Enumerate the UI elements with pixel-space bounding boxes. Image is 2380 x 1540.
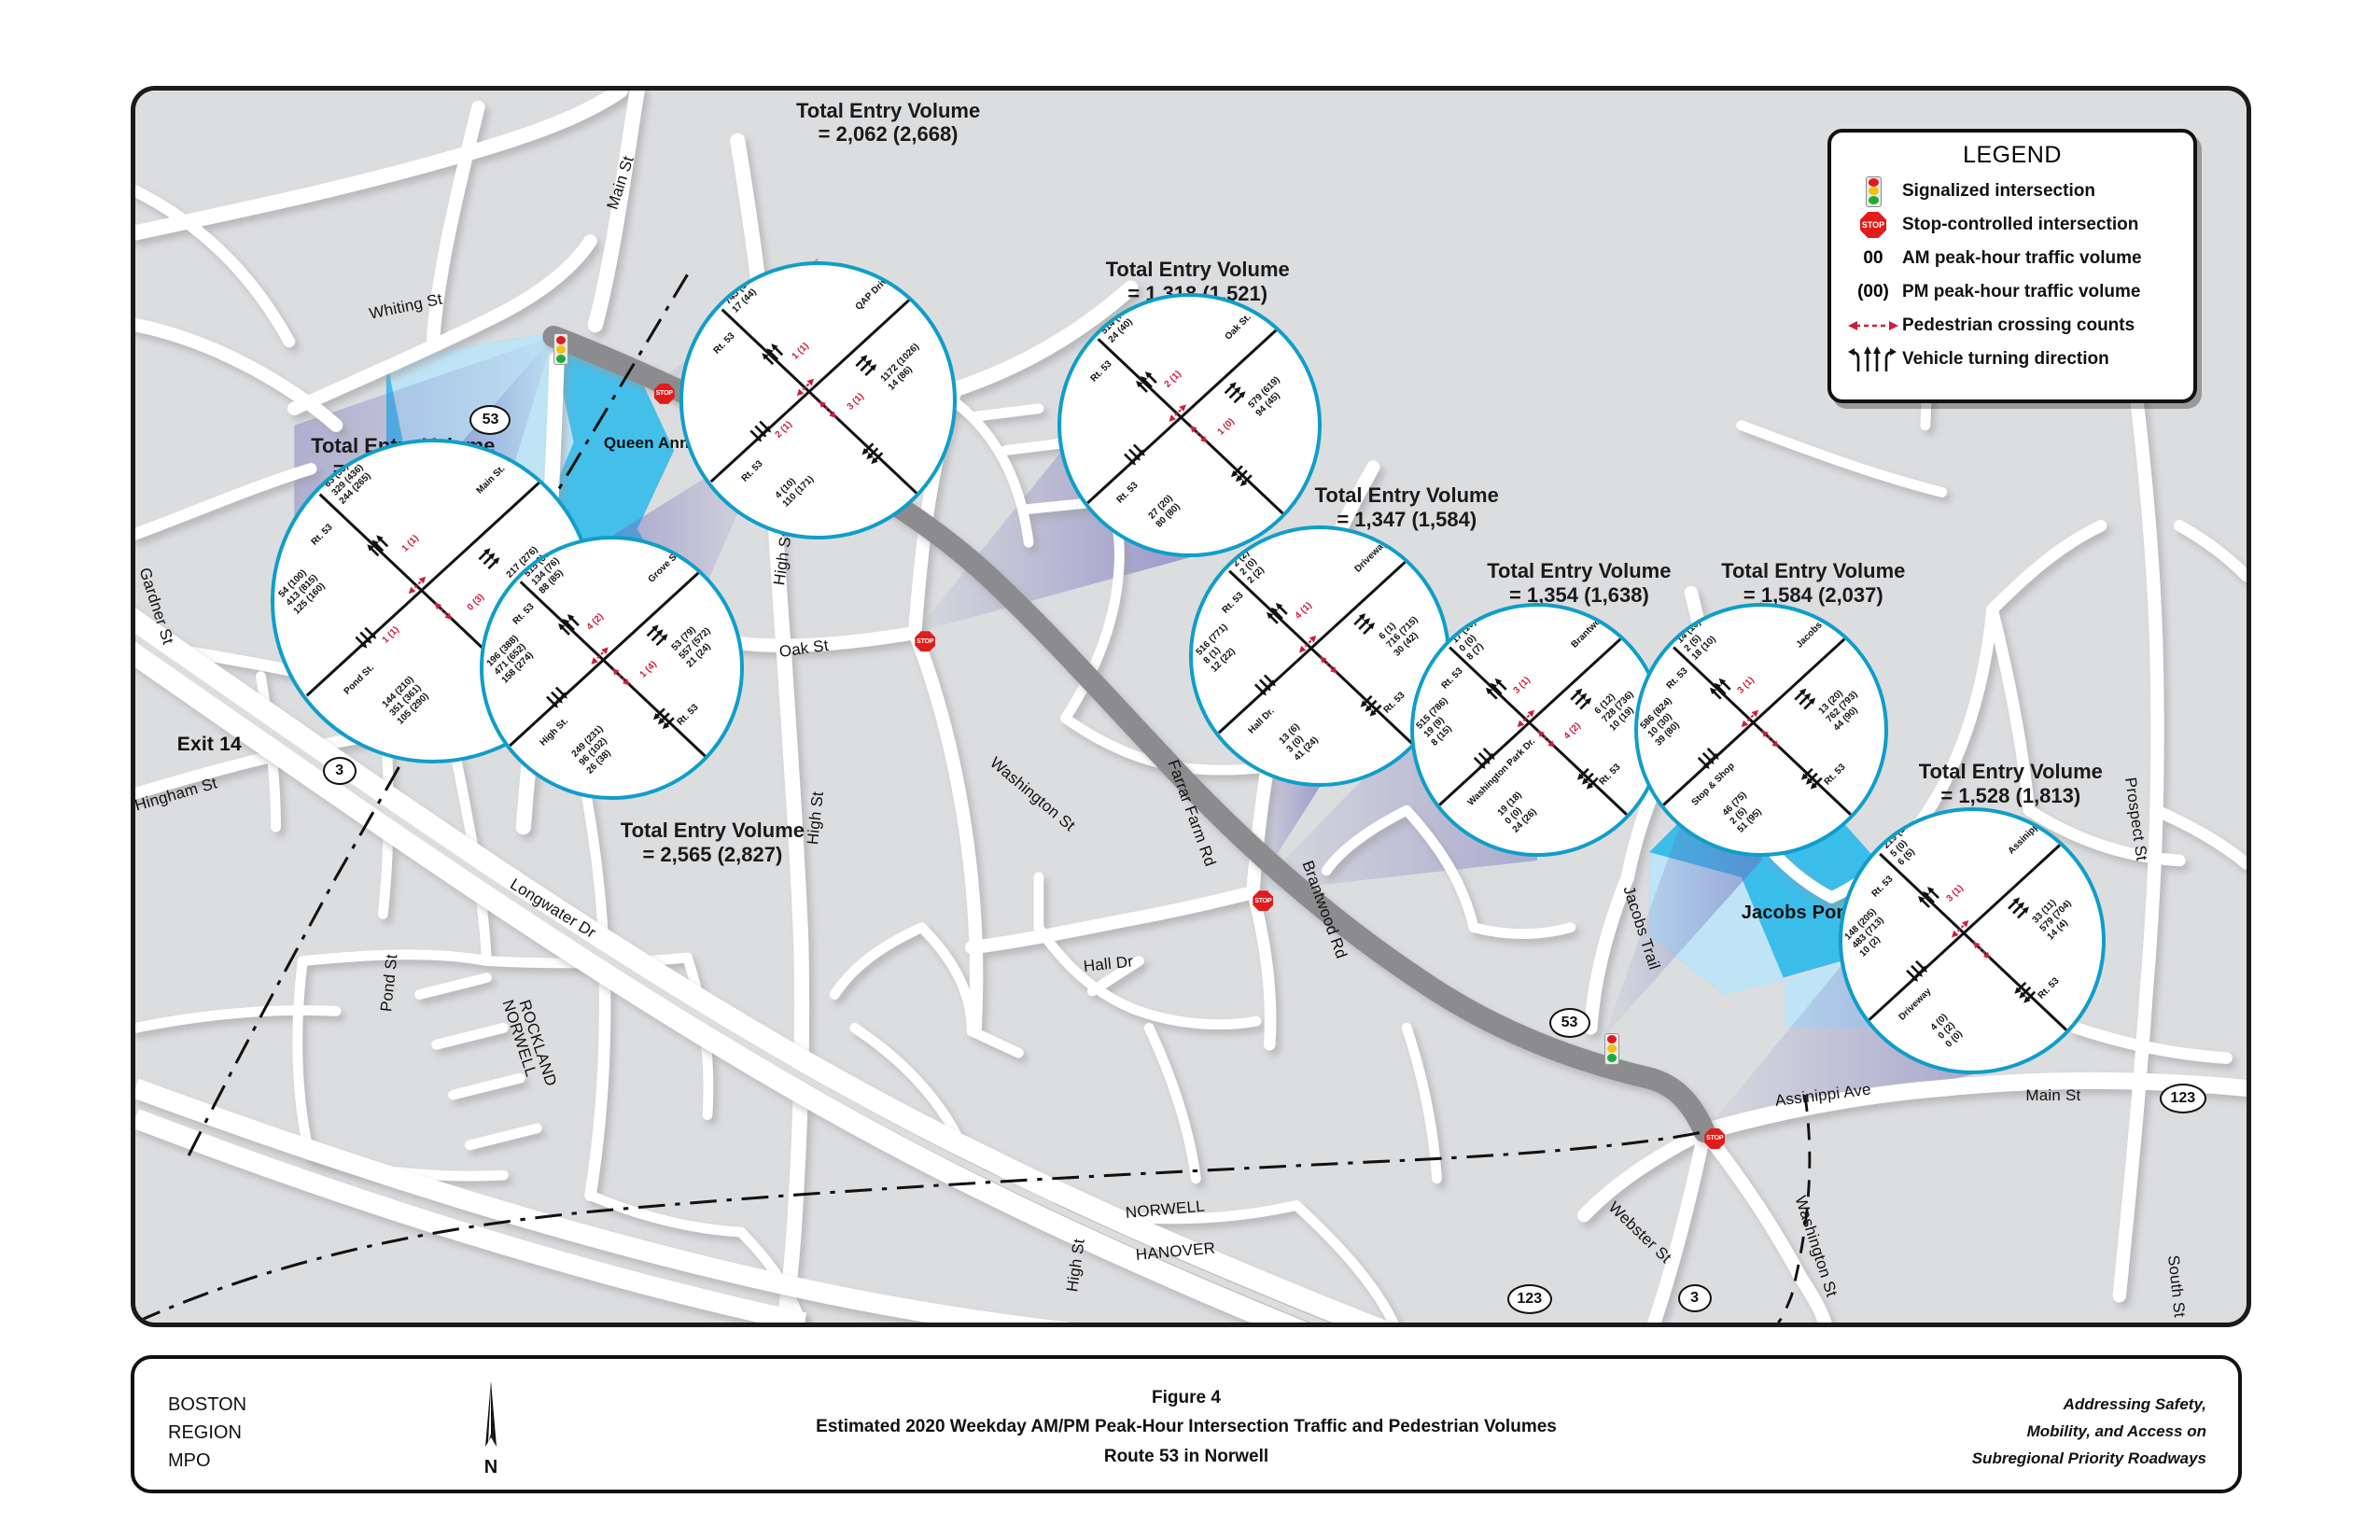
total-entry-volume-label: Total Entry Volume= 1,354 (1,638) bbox=[1487, 559, 1671, 607]
am-volume-sample: 00 bbox=[1844, 248, 1902, 269]
series-line-2: Mobility, and Access on bbox=[2026, 1422, 2206, 1441]
svg-text:N: N bbox=[484, 1457, 497, 1477]
legend-row-stop: STOP Stop-controlled intersection bbox=[1844, 208, 2180, 242]
legend-label-turning: Vehicle turning direction bbox=[1902, 349, 2109, 369]
org-line-1: BOSTON bbox=[168, 1394, 247, 1415]
route-shield: 3 bbox=[322, 756, 357, 785]
street-label: Jacobs Pond bbox=[1741, 902, 1860, 923]
legend-row-turning: Vehicle turning direction bbox=[1844, 343, 2180, 376]
tev-line-2: = 1,584 (2,037) bbox=[1743, 582, 1883, 607]
legend-panel: LEGEND Signalized intersection STOP Stop… bbox=[1827, 129, 2197, 403]
figure-subtitle-2: Route 53 in Norwell bbox=[1103, 1446, 1269, 1466]
total-entry-volume-label: Total Entry Volume= 2,565 (2,827) bbox=[621, 819, 805, 866]
series-line-1: Addressing Safety, bbox=[2063, 1395, 2206, 1413]
traffic-signal-icon bbox=[1844, 175, 1902, 207]
stop-sign-icon: STOP bbox=[1844, 212, 1902, 238]
legend-label-pm: PM peak-hour traffic volume bbox=[1902, 282, 2141, 301]
mpo-org-name: BOSTON REGION MPO bbox=[168, 1391, 246, 1475]
stop-sign-icon: STOP bbox=[915, 631, 936, 652]
street-label: Exit 14 bbox=[176, 733, 242, 755]
figure-subtitle: Estimated 2020 Weekday AM/PM Peak-Hour I… bbox=[816, 1417, 1557, 1437]
legend-row-signalized: Signalized intersection bbox=[1844, 175, 2180, 208]
tev-line-1: Total Entry Volume bbox=[1487, 559, 1672, 583]
route-shield: 53 bbox=[469, 405, 511, 436]
org-line-3: MPO bbox=[168, 1450, 211, 1471]
legend-label-stop: Stop-controlled intersection bbox=[1902, 215, 2139, 234]
turning-arrows-icon bbox=[1844, 345, 1902, 373]
traffic-signal-icon bbox=[553, 333, 569, 366]
total-entry-volume-label: Total Entry Volume= 1,347 (1,584) bbox=[1315, 483, 1499, 531]
street-label: Main St bbox=[2025, 1086, 2081, 1105]
report-series-title: Addressing Safety, Mobility, and Access … bbox=[1972, 1391, 2206, 1473]
tev-line-2: = 2,565 (2,827) bbox=[642, 842, 783, 866]
tev-line-1: Total Entry Volume bbox=[1721, 559, 1906, 583]
route-shield: 123 bbox=[1506, 1283, 1552, 1314]
pedestrian-arrow-icon bbox=[1844, 318, 1902, 333]
figure-number: Figure 4 bbox=[1152, 1388, 1221, 1407]
stop-sign-icon: STOP bbox=[1253, 890, 1274, 912]
tev-line-1: Total Entry Volume bbox=[620, 819, 805, 843]
total-entry-volume-label: Total Entry Volume= 1,584 (2,037) bbox=[1721, 559, 1905, 607]
traffic-signal-icon bbox=[1603, 1032, 1619, 1065]
total-entry-volume-label: Total Entry Volume= 1,528 (1,813) bbox=[1919, 760, 2103, 807]
legend-label-am: AM peak-hour traffic volume bbox=[1902, 248, 2142, 268]
tev-line-1: Total Entry Volume bbox=[795, 98, 981, 122]
title-block: BOSTON REGION MPO N Figure 4 Estimated 2… bbox=[131, 1355, 2242, 1493]
total-entry-volume-label: Total Entry Volume= 2,062 (2,668) bbox=[796, 99, 980, 147]
tev-line-1: Total Entry Volume bbox=[1105, 258, 1290, 282]
legend-row-pm: (00) PM peak-hour traffic volume bbox=[1844, 275, 2180, 309]
series-line-3: Subregional Priority Roadways bbox=[1971, 1449, 2206, 1468]
route-shield: 123 bbox=[2159, 1083, 2206, 1113]
legend-row-ped: Pedestrian crossing counts bbox=[1844, 309, 2180, 343]
stop-sign-icon: STOP bbox=[653, 383, 675, 404]
tev-line-2: = 1,528 (1,813) bbox=[1940, 783, 2081, 807]
legend-label-signalized: Signalized intersection bbox=[1902, 181, 2095, 201]
tev-line-1: Total Entry Volume bbox=[1314, 483, 1499, 508]
tev-line-2: = 1,354 (1,638) bbox=[1508, 582, 1649, 607]
tev-line-1: Total Entry Volume bbox=[1918, 760, 2103, 784]
north-arrow: N bbox=[463, 1379, 519, 1478]
legend-label-ped: Pedestrian crossing counts bbox=[1902, 315, 2135, 335]
pm-sample-text: (00) bbox=[1857, 282, 1889, 301]
route-shield: 53 bbox=[1548, 1007, 1590, 1038]
route-shield: 3 bbox=[1677, 1283, 1712, 1312]
legend-row-am: 00 AM peak-hour traffic volume bbox=[1844, 242, 2180, 275]
org-line-2: REGION bbox=[168, 1422, 242, 1443]
pm-volume-sample: (00) bbox=[1844, 282, 1902, 302]
am-sample-text: 00 bbox=[1863, 248, 1883, 268]
legend-title: LEGEND bbox=[1963, 142, 2062, 168]
stop-sign-icon: STOP bbox=[1704, 1127, 1726, 1149]
tev-line-2: = 1,347 (1,584) bbox=[1337, 507, 1477, 531]
tev-line-2: = 2,062 (2,668) bbox=[818, 122, 959, 147]
figure-caption: Figure 4 Estimated 2020 Weekday AM/PM Pe… bbox=[134, 1383, 2238, 1471]
